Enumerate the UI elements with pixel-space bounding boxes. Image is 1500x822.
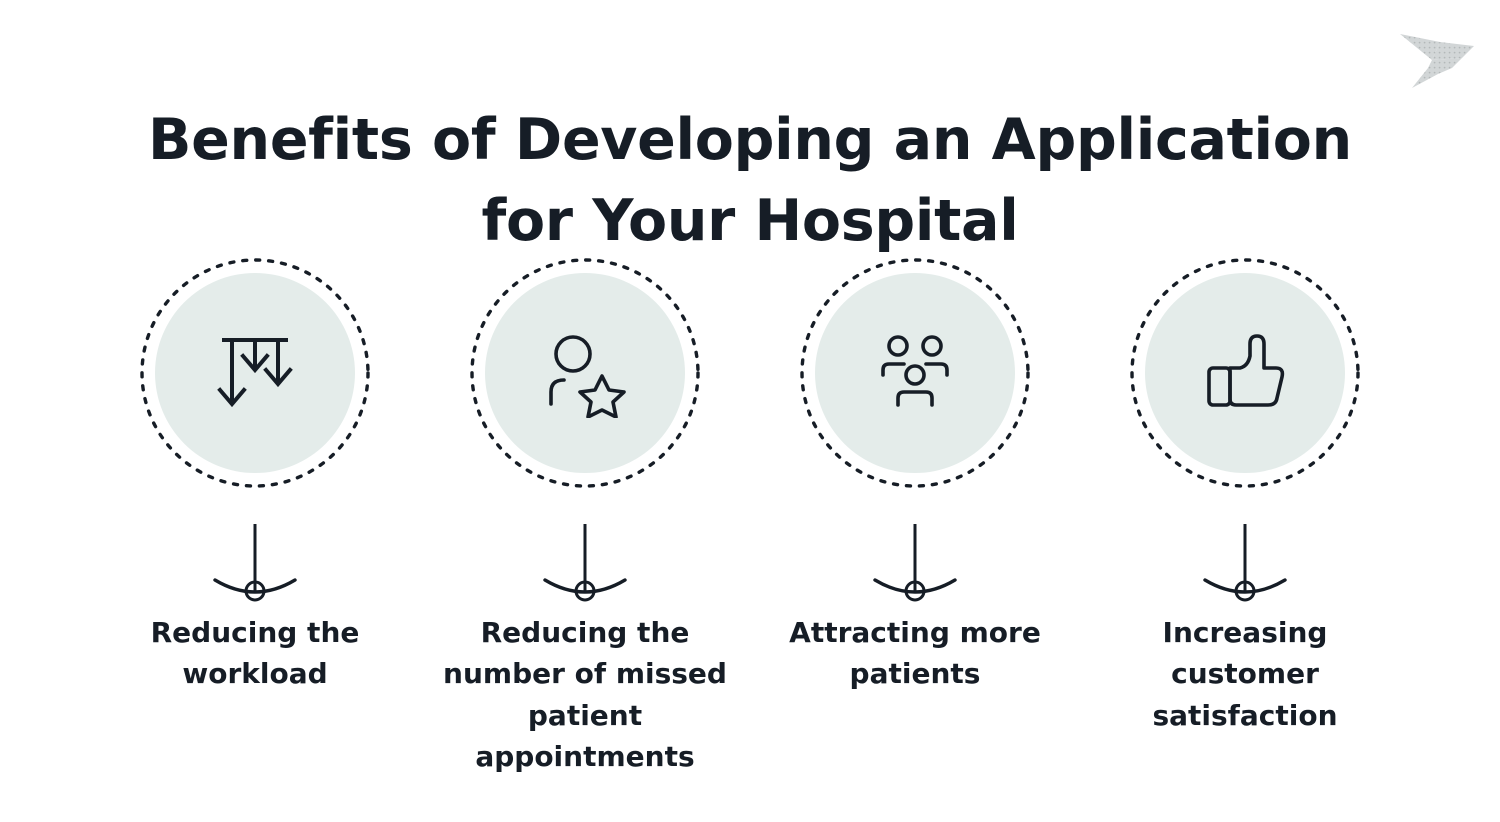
dashed-ring [1130,258,1360,488]
benefit-badge [1125,250,1365,490]
benefit-caption: Increasing customer satisfaction [1152,616,1338,732]
benefit-caption: Attracting more patients [789,616,1041,691]
page-title-line-2: for Your Hospital [481,188,1019,255]
badge-fill-circle [485,273,685,473]
badge-fill-circle [815,273,1015,473]
badge-stem [1125,484,1365,604]
people-group-icon [881,334,949,407]
benefit-badge [135,250,375,490]
page-title-line-1: Benefits of Developing an Application [148,107,1352,174]
dashed-ring [800,258,1030,488]
origami-bird-logo [1388,16,1488,96]
page-title: Benefits of Developing an Application fo… [0,100,1500,262]
benefit-caption: Reducing the workload [150,616,360,691]
badge-fill-circle [155,273,355,473]
badge-stem [465,484,705,604]
benefit-badge [795,250,1035,490]
dashed-ring [470,258,700,488]
benefits-list: Reducing the workload Reducing [0,250,1500,778]
benefit-badge [465,250,705,490]
badge-stem [795,484,1035,604]
down-arrows-icon [217,337,293,407]
benefit-caption: Reducing the number of missed patient ap… [443,616,727,774]
person-star-icon [549,334,626,418]
benefit-item[interactable]: Reducing the number of missed patient ap… [420,250,750,778]
benefit-item[interactable]: Increasing customer satisfaction [1080,250,1410,778]
thumbs-up-icon [1207,333,1285,407]
badge-stem [135,484,375,604]
dashed-ring [140,258,370,488]
benefit-item[interactable]: Reducing the workload [90,250,420,778]
benefit-item[interactable]: Attracting more patients [750,250,1080,778]
badge-fill-circle [1145,273,1345,473]
